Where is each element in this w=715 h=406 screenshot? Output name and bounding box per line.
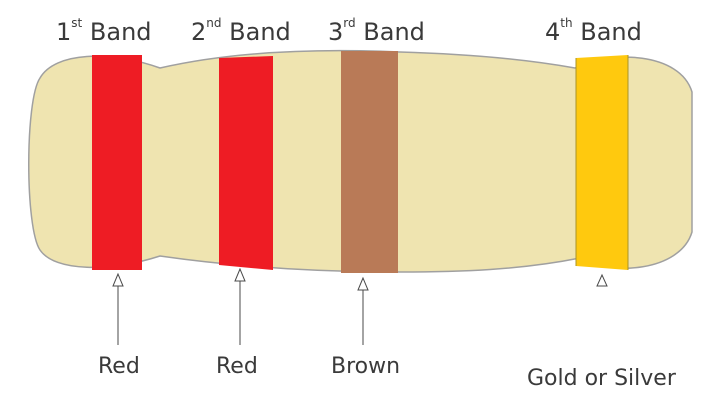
band-4-word: Band xyxy=(580,18,642,46)
band-3-word: Band xyxy=(363,18,425,46)
band-1-suffix: st xyxy=(71,16,83,30)
arrow-band-4 xyxy=(596,273,608,287)
band-3-suffix: rd xyxy=(343,16,356,30)
band-1-number: 1 xyxy=(56,18,72,46)
arrow-band-3 xyxy=(357,276,369,345)
band-3-color-name: Brown xyxy=(331,354,401,379)
band-4-stripe xyxy=(576,55,628,270)
band-4-color-name: Gold or Silver xyxy=(527,366,676,391)
band-2-color-name: Red xyxy=(216,354,258,379)
band-2-suffix: nd xyxy=(206,16,222,30)
band-2-title: 2nd Band xyxy=(191,17,291,46)
band-4-title: 4th Band xyxy=(545,17,642,46)
arrow-band-1 xyxy=(112,272,124,345)
band-3-number: 3 xyxy=(328,18,344,46)
band-1-stripe xyxy=(92,55,142,270)
band-1-word: Band xyxy=(89,18,152,46)
band-2-number: 2 xyxy=(191,18,207,46)
band-2-stripe xyxy=(219,56,273,270)
band-4-suffix: th xyxy=(560,16,573,30)
arrow-band-2 xyxy=(234,267,246,345)
band-3-stripe xyxy=(341,51,398,273)
band-4-number: 4 xyxy=(545,18,561,46)
band-3-title: 3rd Band xyxy=(328,17,425,46)
band-1-title: 1st Band xyxy=(56,17,152,46)
band-1-color-name: Red xyxy=(98,354,140,379)
band-2-word: Band xyxy=(229,18,291,46)
